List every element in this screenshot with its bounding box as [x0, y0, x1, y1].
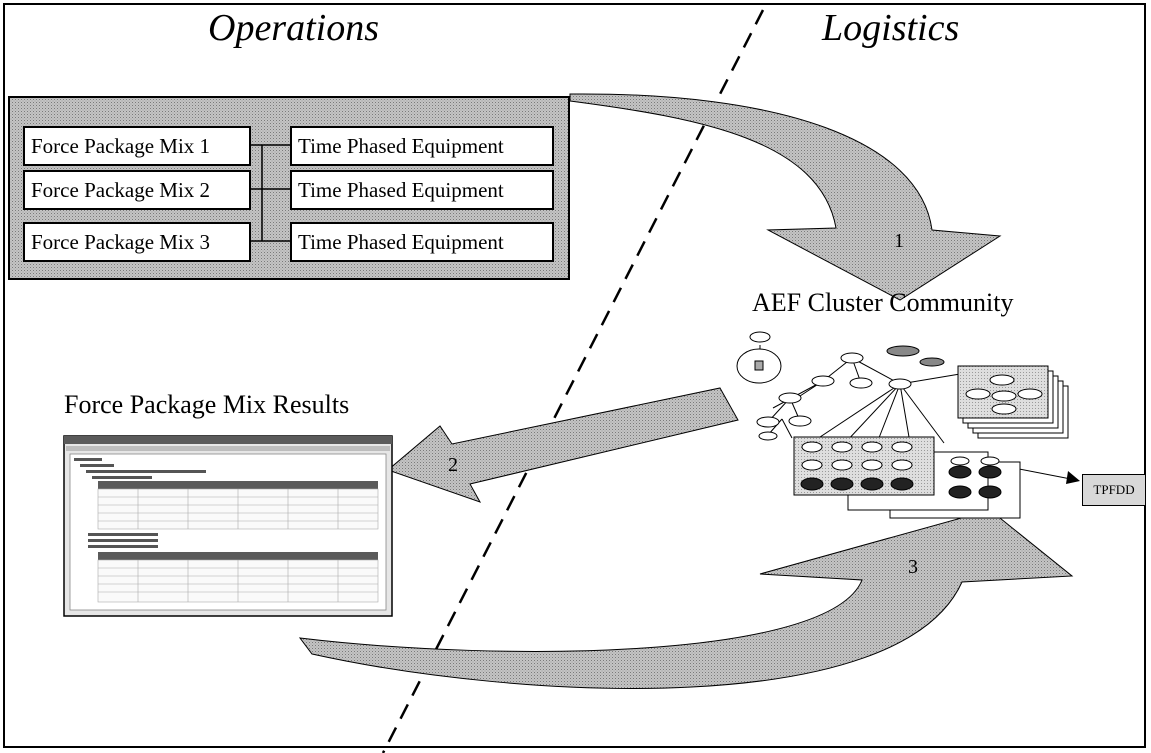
arrow-1 — [569, 93, 1002, 301]
tpfdd-arrowhead — [1066, 471, 1080, 484]
arrow-2-number: 2 — [448, 454, 458, 476]
force-package-mix-3-box: Force Package Mix 3 — [23, 222, 251, 262]
logistics-title: Logistics — [822, 7, 960, 49]
diagram-frame — [3, 3, 1146, 748]
cluster-network — [736, 331, 1077, 481]
results-screenshot — [63, 435, 393, 617]
time-phased-equipment-3-box: Time Phased Equipment — [290, 222, 554, 262]
operations-title: Operations — [208, 7, 379, 49]
force-package-mix-1-box: Force Package Mix 1 — [23, 126, 251, 166]
time-phased-equipment-2-box: Time Phased Equipment — [290, 170, 554, 210]
connector-lines — [249, 144, 291, 242]
arrow-1-number: 1 — [894, 230, 904, 252]
arrow-3-number: 3 — [908, 556, 918, 578]
arrow-2 — [387, 387, 739, 503]
arrow-3 — [298, 509, 1074, 689]
tpfdd-box: TPFDD — [1082, 474, 1146, 506]
stacked-cards-small — [957, 365, 1069, 439]
force-package-results-label: Force Package Mix Results — [64, 390, 350, 419]
time-phased-equipment-1-box: Time Phased Equipment — [290, 126, 554, 166]
stacked-cards-grid — [793, 436, 1021, 519]
divider-dashed-line — [381, 9, 765, 753]
aef-cluster-label: AEF Cluster Community — [752, 288, 1014, 317]
force-package-mix-2-box: Force Package Mix 2 — [23, 170, 251, 210]
